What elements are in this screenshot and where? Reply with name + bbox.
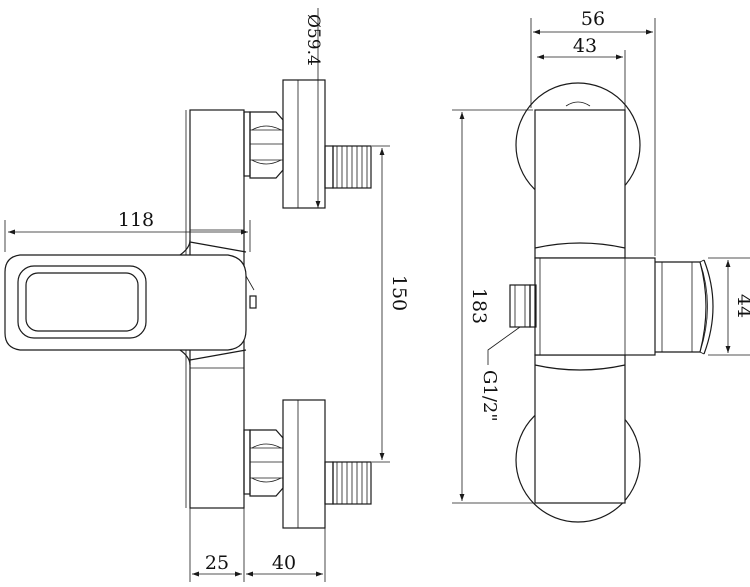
- dimension-43: 43: [537, 35, 626, 110]
- dimension-label-diameter: Ø59.4: [303, 14, 323, 66]
- dimension-label-183: 183: [468, 288, 490, 324]
- dimension-183: 183: [452, 109, 533, 504]
- dimension-diameter: Ø59.4: [303, 8, 325, 208]
- side-view: G1/2" 56 43 183 44: [452, 8, 750, 523]
- dimension-label-150: 150: [388, 275, 410, 311]
- thread-leader: G1/2": [479, 326, 521, 422]
- upper-thread: [336, 146, 368, 188]
- dimension-label-44: 44: [733, 294, 750, 318]
- dimension-150: 150: [372, 145, 410, 463]
- dimension-56: 56: [530, 8, 656, 256]
- front-view: 118 Ø59.4 150 25 40: [4, 8, 410, 582]
- dimension-44: 44: [708, 257, 750, 356]
- dimension-label-40: 40: [272, 552, 296, 574]
- dimension-25-40: 25 40: [189, 508, 326, 582]
- lower-connector: [243, 399, 372, 529]
- side-body: [534, 109, 656, 504]
- side-handle-cap: [655, 259, 714, 355]
- lower-thread: [336, 462, 368, 504]
- side-thread-stub: [509, 284, 537, 328]
- thread-label: G1/2": [479, 370, 500, 422]
- upper-connector: [243, 79, 372, 209]
- dimension-118: 118: [4, 209, 251, 252]
- dimension-label-43: 43: [573, 35, 597, 57]
- lever-handle: [4, 239, 257, 366]
- dimension-label-56: 56: [581, 8, 605, 30]
- dimension-label-25: 25: [205, 552, 229, 574]
- dimension-label-118: 118: [118, 209, 154, 231]
